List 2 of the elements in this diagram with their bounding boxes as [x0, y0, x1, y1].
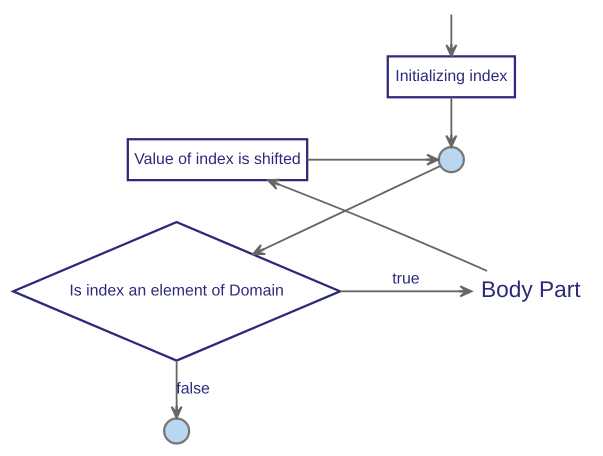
edge-label: true — [392, 270, 420, 288]
node-text: Body Part — [480, 276, 581, 302]
